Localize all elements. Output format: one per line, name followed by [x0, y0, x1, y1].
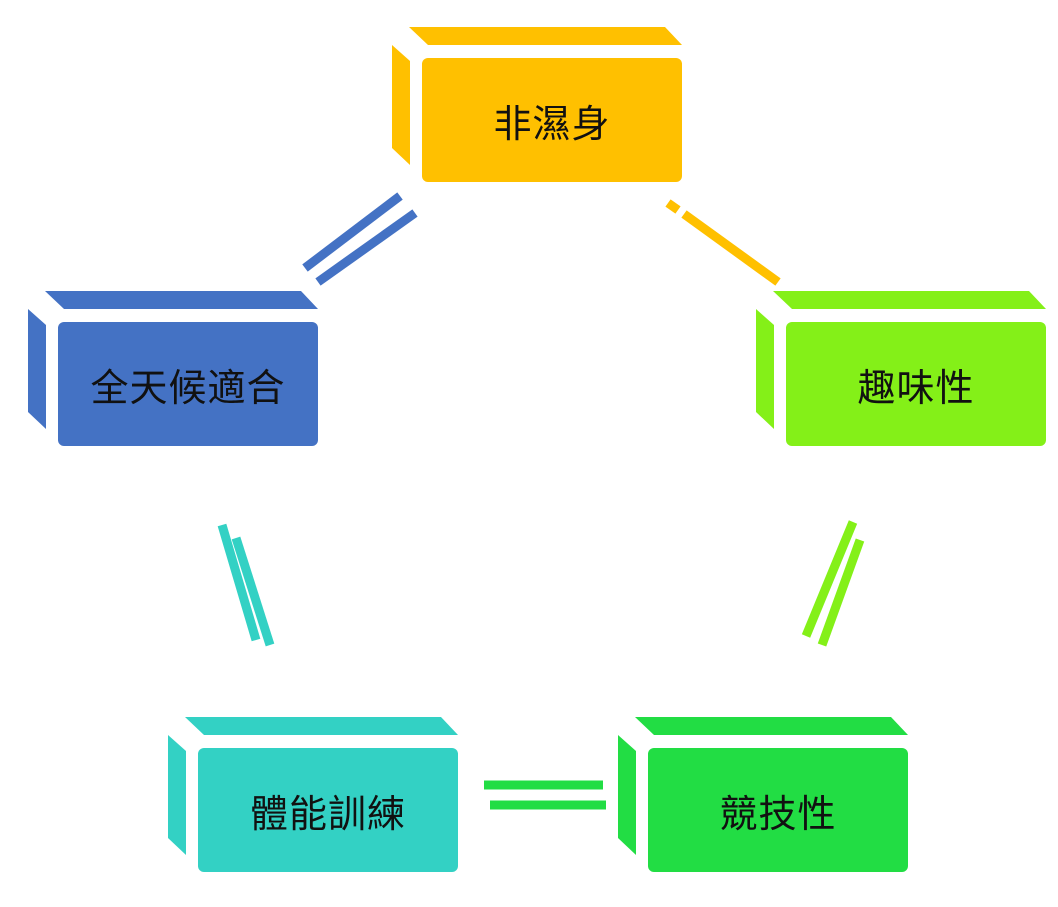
box-side-face-fitness-training: [168, 735, 186, 855]
box-front-face-fun: [786, 322, 1046, 446]
box-front-face-non-wet: [422, 58, 682, 182]
box-front-face-competitive: [648, 748, 908, 872]
connector-non-wet-fun: [665, 199, 681, 214]
box-top-face-fun: [773, 291, 1046, 309]
node-label-fitness-training: 體能訓練: [249, 791, 406, 836]
box-side-face-all-weather: [28, 309, 46, 429]
connector-non-wet-all-weather: [302, 192, 403, 272]
box-top-face-all-weather: [45, 291, 318, 309]
node-label-competitive: 競技性: [719, 791, 837, 836]
box-top-face-competitive: [635, 717, 908, 735]
box-top-face-fitness-training: [185, 717, 458, 735]
connector-all-weather-fitness-training: [231, 536, 275, 647]
connector-fun-competitive: [801, 520, 858, 638]
node-label-non-wet: 非濕身: [493, 101, 611, 146]
box-side-face-competitive: [618, 735, 636, 855]
connector-all-weather-fitness-training: [217, 523, 261, 642]
connector-non-wet-fun: [681, 210, 781, 286]
box-side-face-non-wet: [392, 45, 410, 165]
box-top-face-non-wet: [409, 27, 682, 45]
box-front-face-fitness-training: [198, 748, 458, 872]
box-front-face-all-weather: [58, 322, 318, 446]
node-label-all-weather: 全天候適合: [90, 365, 286, 410]
connector-non-wet-all-weather: [315, 209, 418, 286]
box-side-face-fun: [756, 309, 774, 429]
node-label-fun: 趣味性: [857, 365, 975, 410]
connector-fun-competitive: [817, 538, 865, 647]
